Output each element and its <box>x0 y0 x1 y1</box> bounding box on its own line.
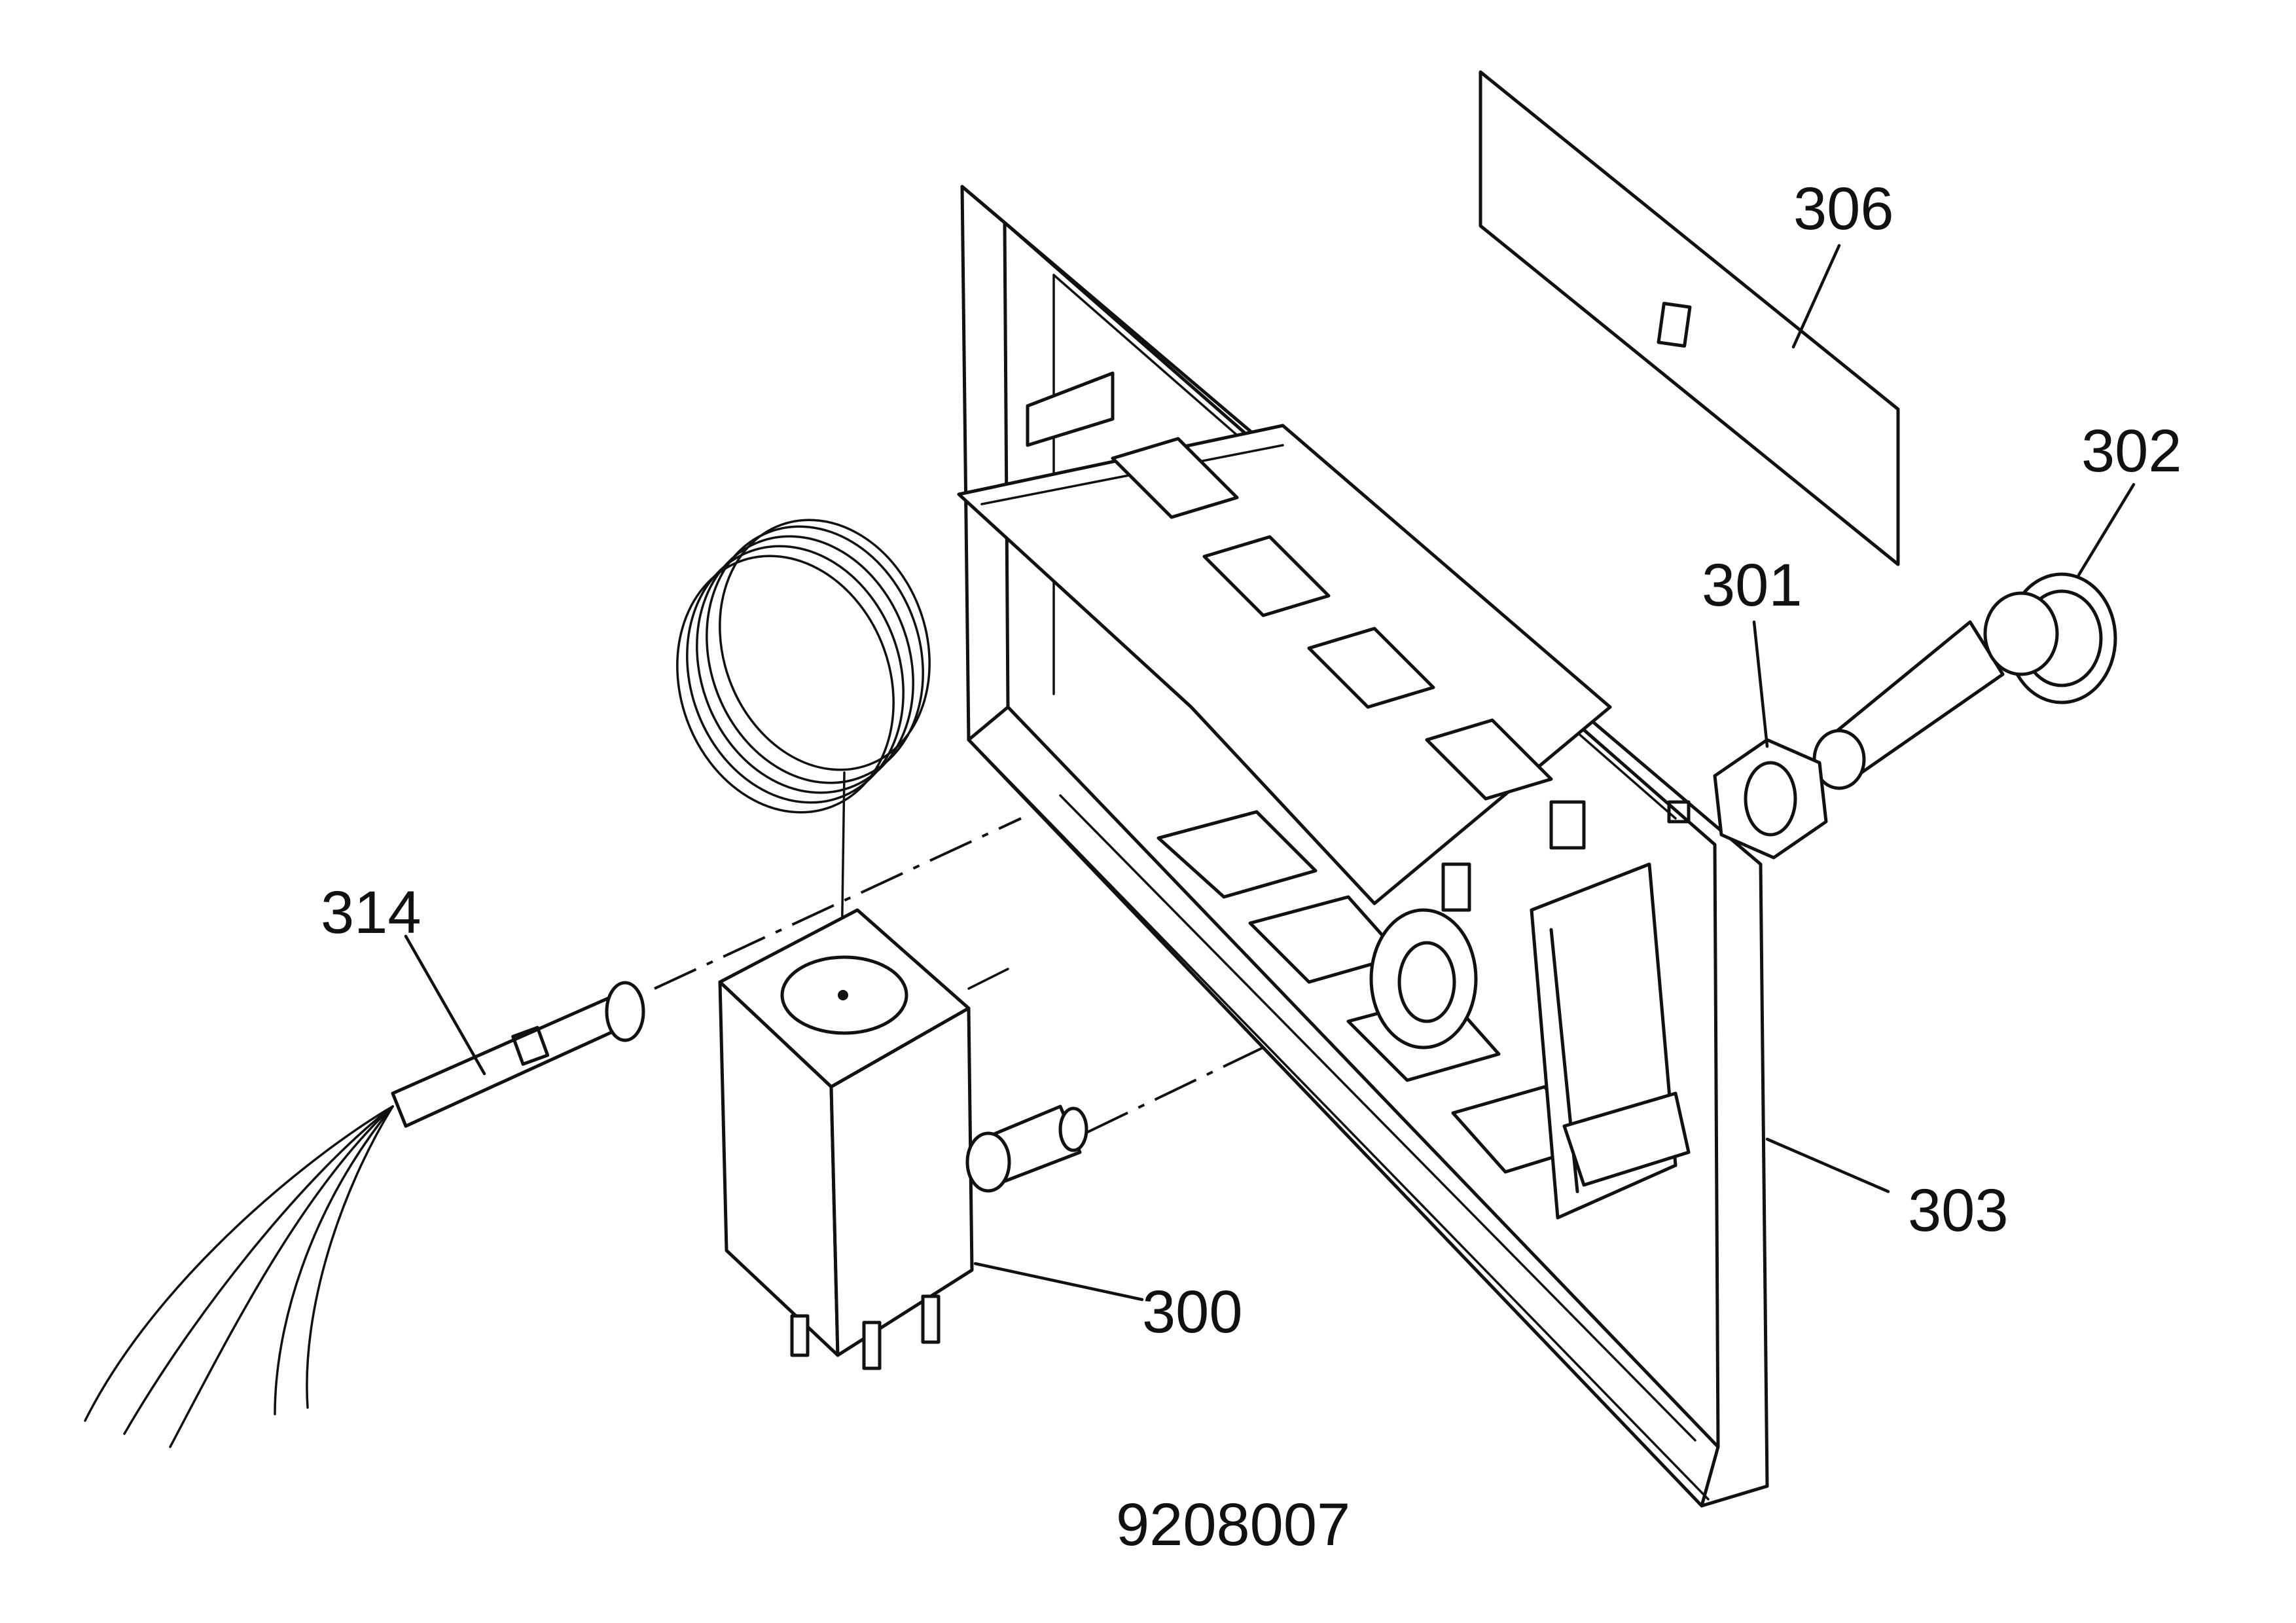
part-labels: 306 302 301 314 303 300 9208007 <box>321 175 2182 1558</box>
part-300-thermostat <box>676 519 1088 1370</box>
label-301: 301 <box>1702 552 1803 619</box>
assembly-center-lines <box>654 817 1264 1134</box>
part-303-housing <box>957 185 1769 1508</box>
part-314-lamp <box>84 981 645 1448</box>
label-303: 303 <box>1908 1177 2009 1244</box>
label-300: 300 <box>1142 1279 1243 1345</box>
part-302-knob <box>1812 572 2117 790</box>
label-302: 302 <box>2081 418 2182 484</box>
drawing-number: 9208007 <box>1116 1491 1350 1558</box>
label-306: 306 <box>1793 175 1894 242</box>
part-306-label-plate <box>1479 70 1900 566</box>
leader-lines <box>404 244 2136 1302</box>
label-314: 314 <box>321 879 422 946</box>
part-301-hex-nut <box>1713 738 1828 860</box>
